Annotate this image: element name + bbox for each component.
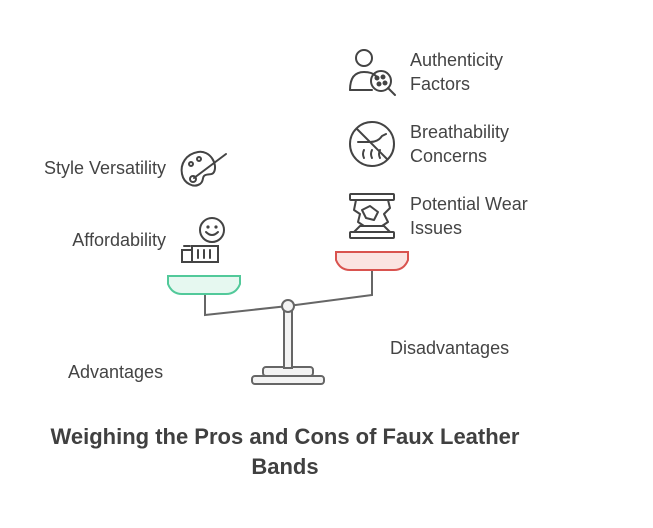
person-inspect-icon <box>349 49 396 96</box>
advantage-item-style-versatility: Style Versatility <box>43 158 166 178</box>
disadvantages-pan <box>335 251 409 271</box>
diagram-title: Weighing the Pros and Cons of Faux Leath… <box>50 424 520 479</box>
disadvantages-label: Disadvantages <box>390 338 510 358</box>
scale-beam <box>204 269 373 317</box>
advantages-label: Advantages <box>68 362 164 382</box>
advantage-item-affordability: Affordability <box>72 230 166 250</box>
scale-pivot <box>281 299 295 313</box>
no-heat-hand-icon <box>349 121 395 167</box>
disadvantage-item-breathability-line2: Concerns <box>410 146 488 166</box>
disadvantage-item-authenticity-line1: Authenticity <box>410 50 504 70</box>
paint-palette-icon <box>180 150 227 187</box>
advantages-pan <box>167 275 241 295</box>
disadvantage-item-breathability: Breathability Concerns <box>410 120 509 168</box>
happy-person-cash-icon <box>181 217 225 263</box>
disadvantage-item-breathability-line1: Breathability <box>410 122 510 142</box>
worn-material-icon <box>349 193 395 239</box>
disadvantage-item-wear-line2: Issues <box>410 218 463 238</box>
scale-base <box>251 305 325 385</box>
disadvantage-item-authenticity: Authenticity Factors <box>410 48 503 96</box>
disadvantage-item-wear: Potential Wear Issues <box>410 192 528 240</box>
disadvantage-item-authenticity-line2: Factors <box>410 74 471 94</box>
disadvantage-item-wear-line1: Potential Wear <box>410 194 528 214</box>
